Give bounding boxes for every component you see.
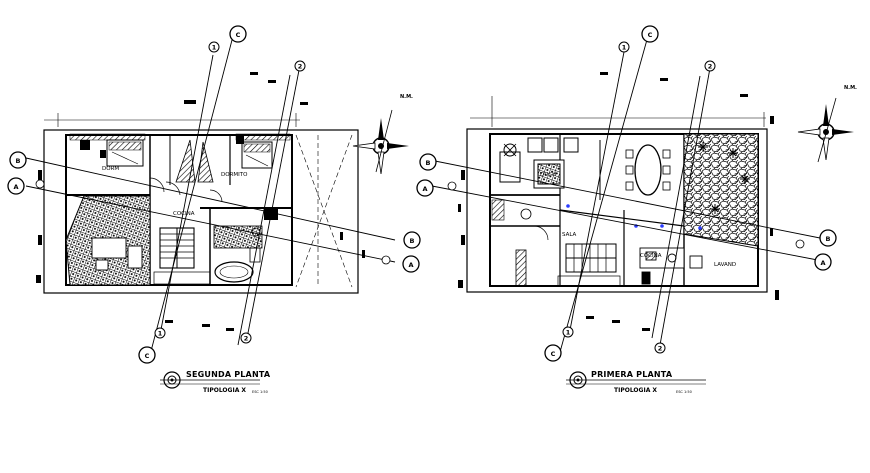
svg-text:A: A <box>13 183 18 191</box>
svg-text:2: 2 <box>298 63 303 71</box>
svg-text:A: A <box>820 259 825 267</box>
bathroom <box>213 208 278 283</box>
svg-text:1: 1 <box>158 330 163 338</box>
axis-bubble-c-top: C <box>641 25 659 43</box>
title-block-primera: PRIMERA PLANTA TIPOLOGIA X ESC 1:50 <box>566 370 706 394</box>
dining-table <box>625 144 671 196</box>
axis-bubble-1-bottom: 1 <box>562 326 574 338</box>
north-arrow-icon-right: N.M. <box>797 85 857 163</box>
room-label-dorm: DORM <box>102 166 119 172</box>
svg-text:C: C <box>236 31 241 39</box>
svg-text:1: 1 <box>212 44 217 52</box>
room-label-dormito: DORMITO <box>221 172 248 178</box>
plan-subtitle: TIPOLOGIA X <box>203 387 246 394</box>
axis-bubble-c-top: C <box>229 25 247 43</box>
bed-1 <box>80 139 144 167</box>
svg-text:B: B <box>426 159 431 167</box>
grid-axes <box>429 35 831 353</box>
axis-bubble-a-right: A <box>795 239 832 271</box>
bedroom-1-hatch-band <box>69 133 146 141</box>
axis-bubble-b-left: B <box>9 151 27 169</box>
svg-text:N.M.: N.M. <box>400 94 413 100</box>
room-label-cocina: COCINA <box>640 253 662 259</box>
svg-text:C: C <box>648 31 653 39</box>
room-label-cocina: COCINA <box>173 211 195 217</box>
svg-text:2: 2 <box>658 345 663 353</box>
plan-title: SEGUNDA PLANTA <box>186 370 271 379</box>
stone-garden <box>683 133 759 247</box>
title-block-segunda: SEGUNDA PLANTA TIPOLOGIA X ESC 1:50 <box>160 370 271 394</box>
staircase <box>153 227 211 285</box>
axis-bubble-1-bottom: 1 <box>154 327 166 339</box>
north-arrow-icon-left: N.M. <box>352 94 413 175</box>
room-label-lavand: LAVAND <box>714 262 736 268</box>
dimension-marks <box>165 72 365 331</box>
svg-text:C: C <box>145 352 150 360</box>
axis-bubble-2-bottom: 2 <box>654 342 666 354</box>
plan-primera-planta: SALA COCINA LAVAND DUCH B <box>416 25 857 394</box>
void-diagonals <box>295 134 353 288</box>
kitchen-counter <box>639 247 703 285</box>
axis-bubble-1-top: 1 <box>208 41 220 53</box>
svg-text:1: 1 <box>566 329 571 337</box>
svg-text:A: A <box>422 185 427 193</box>
plan-title: PRIMERA PLANTA <box>591 370 673 379</box>
svg-text:2: 2 <box>244 335 249 343</box>
svg-text:B: B <box>826 235 831 243</box>
roof-ridge <box>175 139 214 183</box>
grid-axes <box>25 39 396 356</box>
axis-bubble-b-left: B <box>419 153 437 171</box>
service-areas <box>491 199 549 287</box>
bedroom-2-hatch-band <box>235 133 291 141</box>
axis-bubble-a-left: A <box>416 179 457 197</box>
plan-scale: ESC 1:50 <box>676 390 692 394</box>
axis-bubble-2-top: 2 <box>294 60 306 72</box>
terrace-furniture <box>91 237 143 271</box>
svg-text:B: B <box>16 157 21 165</box>
svg-text:1: 1 <box>622 44 627 52</box>
site-outline <box>466 128 768 293</box>
level-markers <box>566 204 702 230</box>
room-label-sala: SALA <box>562 232 577 238</box>
staircase <box>557 243 621 287</box>
axis-bubble-1-top: 1 <box>618 41 630 53</box>
axis-bubble-b-right: B <box>403 231 421 249</box>
axis-bubble-c-bottom: C <box>138 346 156 364</box>
svg-text:C: C <box>551 350 556 358</box>
plan-subtitle: TIPOLOGIA X <box>614 387 657 394</box>
svg-text:2: 2 <box>708 63 713 71</box>
door-swings <box>149 177 223 203</box>
svg-text:B: B <box>410 237 415 245</box>
svg-text:A: A <box>408 261 413 269</box>
axis-bubble-b-right: B <box>819 229 837 247</box>
plan-scale: ESC 1:50 <box>252 390 268 394</box>
axis-bubble-a-right: A <box>381 255 420 273</box>
axis-bubble-2-top: 2 <box>704 60 716 72</box>
axis-bubble-2-bottom: 2 <box>240 332 252 344</box>
axis-bubble-a-left: A <box>7 177 45 195</box>
svg-text:N.M.: N.M. <box>844 85 857 91</box>
site-outline <box>43 129 359 294</box>
garden-plants-icon <box>698 142 750 214</box>
axis-bubble-c-bottom: C <box>544 344 562 362</box>
living-furniture <box>499 137 579 189</box>
bed-2 <box>236 136 273 169</box>
room-label-duch: DUCH <box>540 172 556 178</box>
dimension-marks <box>458 72 773 331</box>
plan-segunda-planta: DORM DORMITO COCINA B <box>7 25 421 394</box>
